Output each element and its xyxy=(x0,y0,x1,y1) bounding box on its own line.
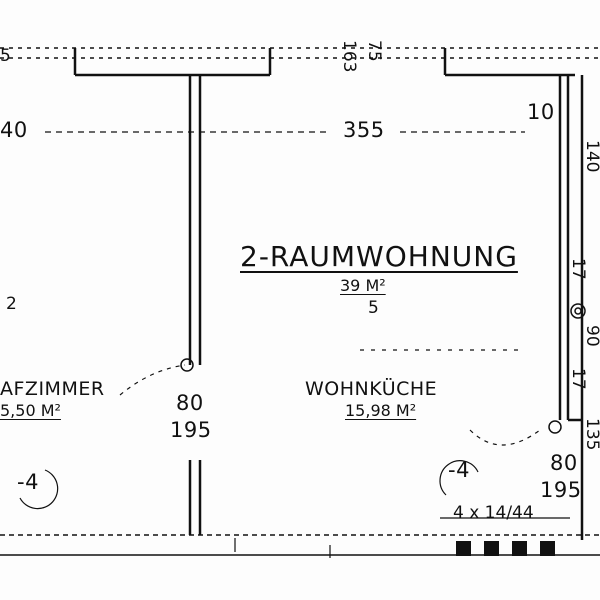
level-marker-right: -4 xyxy=(448,458,470,482)
room-marker-right: 5 xyxy=(368,298,379,318)
room-area-left: 5,50 M² xyxy=(0,401,61,420)
dimension-right-edge-top: 140 xyxy=(582,140,600,173)
dimension-right-edge-3: 135 xyxy=(582,418,600,451)
room-name-right: WOHNKÜCHE xyxy=(305,378,438,400)
door-left-height: 195 xyxy=(170,418,212,442)
apartment-title: 2-RAUMWOHNUNG xyxy=(240,240,518,273)
dimension-right-small: 10 xyxy=(527,100,555,124)
door-left-width: 80 xyxy=(176,391,204,415)
dimension-main-width: 355 xyxy=(343,118,385,142)
dimension-right-edge-1: 17 xyxy=(568,258,588,280)
level-marker-left: -4 xyxy=(17,470,39,494)
dimension-right-edge-mid: 90 xyxy=(582,325,600,347)
dimension-right-edge-2: 17 xyxy=(568,368,588,390)
room-marker-left: 2 xyxy=(6,294,17,314)
dimension-window-top-2: 75 xyxy=(364,40,384,62)
stair-note: 4 x 14/44 xyxy=(453,503,534,523)
room-name-left: AFZIMMER xyxy=(0,378,105,400)
dimension-window-top-1: 163 xyxy=(339,40,359,73)
dimension-top-left-edge: 5 xyxy=(0,46,11,66)
dimension-left-width: 40 xyxy=(0,118,28,142)
door-right-width: 80 xyxy=(550,451,578,475)
room-area-right: 15,98 M² xyxy=(345,401,417,420)
apartment-area: 39 M² xyxy=(340,276,386,295)
door-right-height: 195 xyxy=(540,478,582,502)
